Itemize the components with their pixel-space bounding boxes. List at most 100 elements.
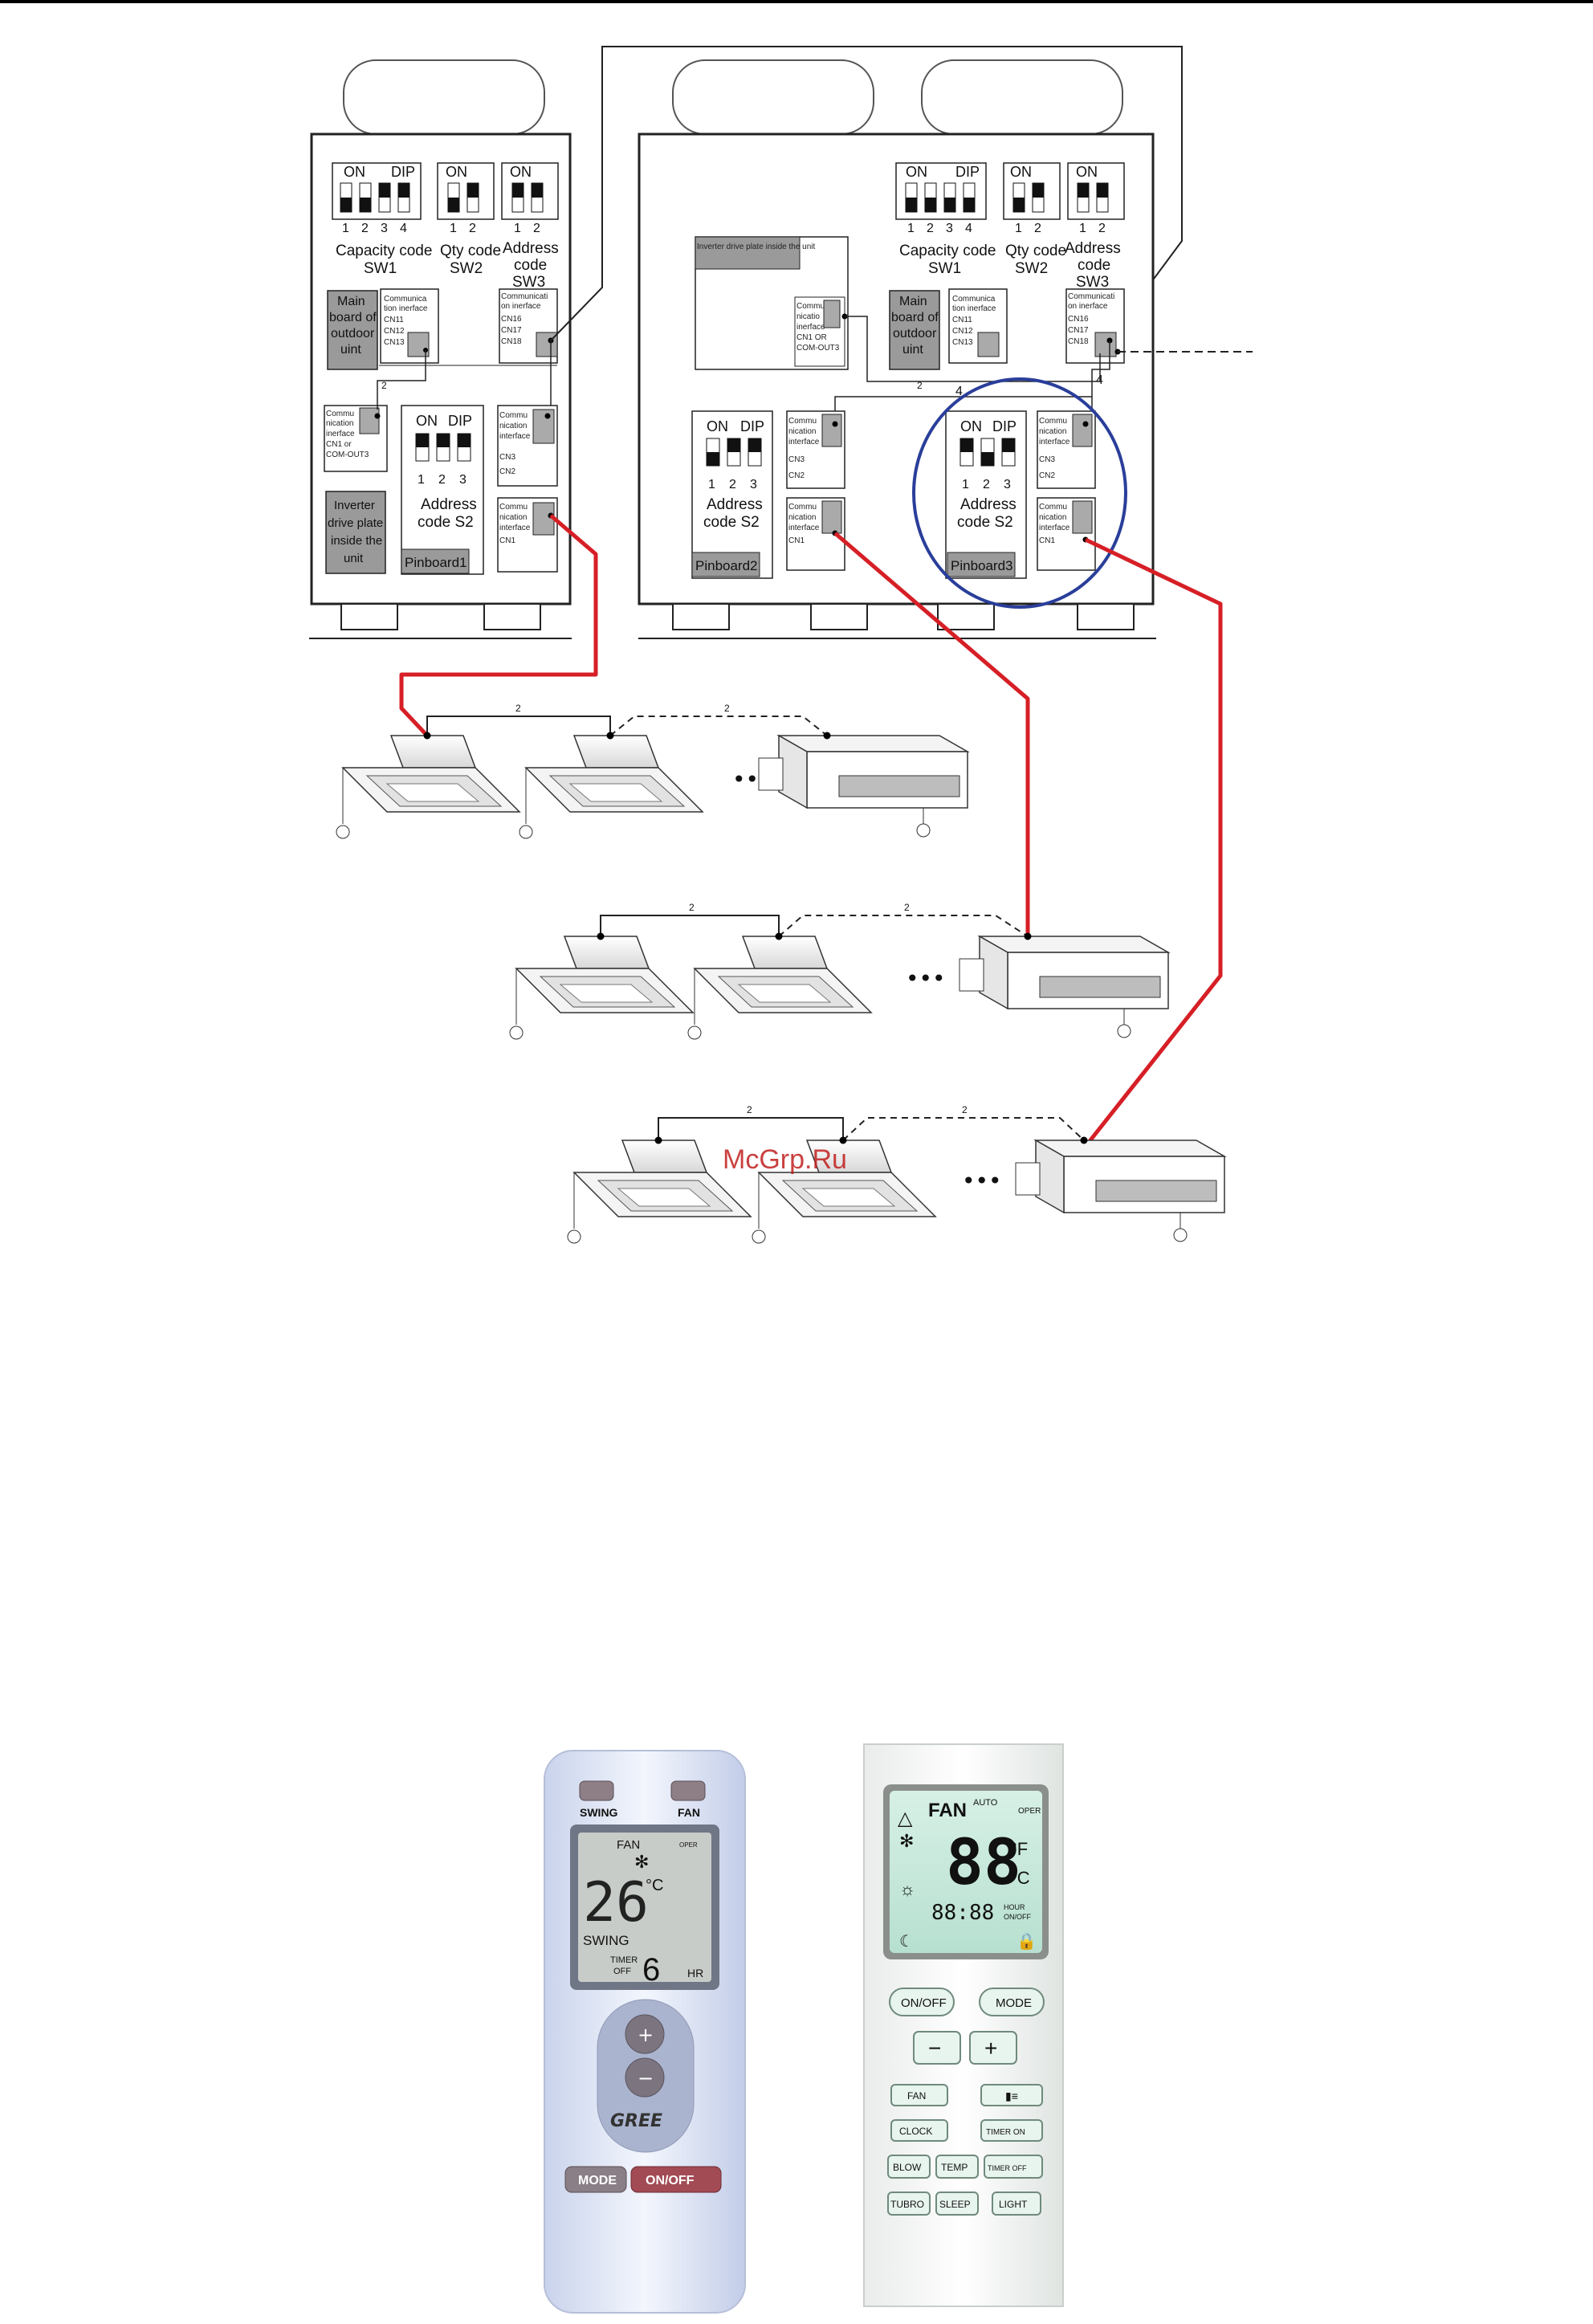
svg-text:CN17: CN17: [501, 326, 522, 335]
bell-icon: △: [898, 1808, 913, 1829]
svg-text:interface: interface: [499, 524, 531, 532]
svg-text:2: 2: [962, 1104, 968, 1115]
remote2-tubro-button[interactable]: [887, 2191, 931, 2216]
svg-text:TUBRO: TUBRO: [890, 2199, 924, 2210]
indoor-row-1: 2 2 •••: [336, 703, 970, 839]
remote2-clock-button[interactable]: [890, 2119, 948, 2142]
remote2-swing-button[interactable]: [980, 2084, 1043, 2106]
svg-text:+: +: [638, 2024, 654, 2046]
svg-text:Inverter: Inverter: [334, 499, 375, 512]
remote2-light-button[interactable]: [992, 2191, 1041, 2216]
svg-text:OFF: OFF: [613, 1967, 631, 1976]
svg-text:AUTO: AUTO: [973, 1798, 998, 1808]
svg-text:LIGHT: LIGHT: [999, 2199, 1028, 2210]
remote2-blow-button[interactable]: [887, 2155, 931, 2179]
svg-text:TIMER ON: TIMER ON: [986, 2128, 1025, 2137]
svg-text:COM-OUT3: COM-OUT3: [326, 451, 369, 459]
svg-text:on inerface: on inerface: [501, 302, 541, 311]
svg-text:HR: HR: [687, 1967, 703, 1979]
svg-text:CN1: CN1: [788, 536, 805, 545]
dip-on-label: ON: [344, 164, 365, 180]
duct-unit-1: [758, 732, 970, 838]
svg-text:CN18: CN18: [501, 337, 522, 346]
svg-text:unit: unit: [344, 552, 364, 565]
svg-text:interface: interface: [499, 432, 531, 441]
svg-text:uint: uint: [902, 343, 923, 357]
svg-text:ON: ON: [416, 413, 438, 429]
remote2-timeroff-button[interactable]: [984, 2155, 1043, 2179]
svg-text:SWING: SWING: [583, 1933, 629, 1948]
remote2-timeron-button[interactable]: [980, 2119, 1043, 2142]
svg-text:nication: nication: [499, 422, 527, 430]
svg-text:CN1 or: CN1 or: [326, 440, 352, 449]
svg-text:4: 4: [400, 222, 407, 235]
svg-text:CN3: CN3: [1039, 455, 1055, 464]
cassette-unit-2b: [687, 932, 873, 1040]
svg-text:Communicati: Communicati: [1068, 292, 1114, 301]
svg-text:2: 2: [689, 902, 695, 913]
svg-text:Address: Address: [503, 240, 559, 257]
svg-text:DIP: DIP: [992, 418, 1017, 434]
svg-text:ON: ON: [1076, 164, 1098, 180]
swing-button[interactable]: [579, 1780, 614, 1801]
remote2-onoff-button[interactable]: [889, 1988, 955, 2016]
svg-text:Commu: Commu: [326, 410, 354, 418]
remote1-lcd: [578, 1833, 711, 1982]
qty-code-label: Qty code: [440, 243, 501, 259]
svg-text:2: 2: [917, 380, 923, 391]
svg-text:CN2: CN2: [788, 471, 805, 480]
svg-text:OPER: OPER: [1018, 1807, 1041, 1816]
heat-icon: ☼: [899, 1879, 915, 1899]
mode-button[interactable]: [564, 2166, 627, 2193]
svg-text:Capacity code: Capacity code: [899, 243, 996, 259]
remote2-temp-button[interactable]: [935, 2155, 979, 2179]
svg-text:outdoor: outdoor: [893, 327, 937, 340]
fan-button[interactable]: [670, 1780, 706, 1801]
svg-text:FAN: FAN: [617, 1838, 640, 1852]
svg-text:ON: ON: [960, 418, 982, 434]
pinboard2-label: Pinboard2: [695, 558, 758, 573]
svg-text:CN1 OR: CN1 OR: [796, 333, 827, 342]
svg-text:CLOCK: CLOCK: [899, 2126, 932, 2137]
outdoor-unit-1: ON DIP 1 2 3 4 Capacity code SW1 ON 1 2 …: [309, 59, 572, 639]
svg-text:code S2: code S2: [703, 514, 760, 531]
svg-text:3: 3: [1004, 478, 1011, 491]
remote2-mode-button[interactable]: [979, 1988, 1045, 2016]
svg-text:2: 2: [983, 478, 990, 491]
cassette-unit-1a: [336, 732, 521, 839]
svg-text:ON/OFF: ON/OFF: [1004, 1913, 1031, 1921]
svg-text:OPER: OPER: [679, 1841, 698, 1849]
remote2-minus-button[interactable]: [913, 2031, 961, 2065]
svg-text:ON: ON: [906, 164, 927, 180]
svg-text:CN13: CN13: [952, 338, 973, 347]
svg-text:ON: ON: [1010, 164, 1032, 180]
capacity-code-label: Capacity code: [336, 243, 432, 259]
minus-button[interactable]: [625, 2057, 665, 2098]
svg-text:SW3: SW3: [512, 274, 545, 291]
ellipsis-icon: •••: [962, 1168, 1002, 1194]
plus-button[interactable]: [625, 2014, 665, 2054]
svg-text:BLOW: BLOW: [893, 2162, 922, 2173]
svg-text:CN2: CN2: [499, 467, 515, 476]
onoff-button[interactable]: [630, 2166, 722, 2193]
remote2-fan-button[interactable]: [890, 2084, 948, 2106]
svg-text:CN3: CN3: [499, 453, 515, 462]
remote2-sleep-button[interactable]: [935, 2191, 979, 2216]
svg-text:2: 2: [927, 222, 934, 235]
svg-text:nication: nication: [1039, 427, 1066, 436]
svg-text:3: 3: [750, 478, 757, 491]
svg-text:Commu: Commu: [796, 302, 825, 311]
svg-text:DIP: DIP: [740, 418, 764, 434]
svg-text:+: +: [984, 2036, 997, 2061]
svg-text:Address: Address: [960, 496, 1017, 513]
svg-text:MODE: MODE: [578, 2174, 617, 2187]
remote2-plus-button[interactable]: [969, 2031, 1017, 2065]
svg-text:2: 2: [381, 380, 387, 391]
svg-text:Address: Address: [1065, 240, 1121, 257]
svg-text:Communica: Communica: [384, 295, 427, 304]
svg-text:SLEEP: SLEEP: [939, 2199, 971, 2210]
cool-icon: ✻: [899, 1831, 914, 1851]
svg-text:nication: nication: [1039, 513, 1066, 522]
svg-text:interface: interface: [1039, 438, 1070, 446]
